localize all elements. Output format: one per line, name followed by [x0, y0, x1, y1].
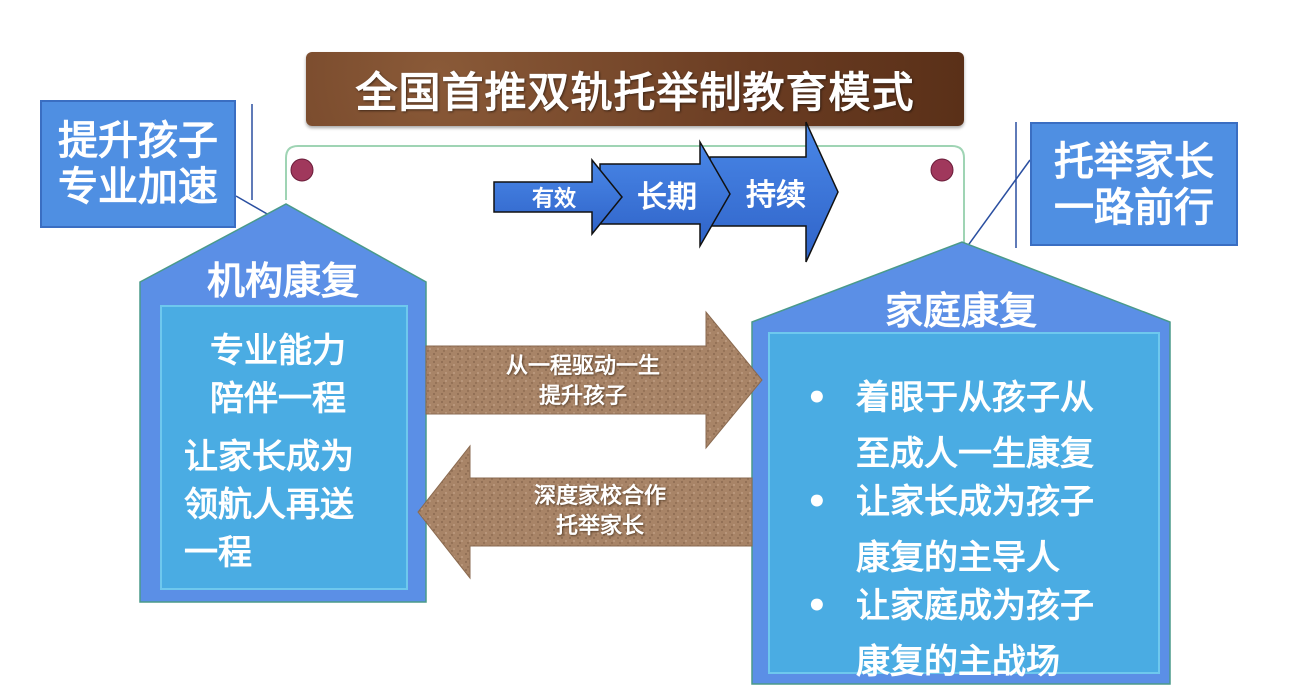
title-banner: 全国首推双轨托举制教育模式 [306, 52, 964, 126]
home-bullet-3-line-1: 让家庭成为孩子 [856, 586, 1094, 626]
institution-group-1: 专业能力 陪伴一程 [162, 307, 406, 423]
institution-title: 机构康复 [206, 259, 359, 303]
institution-line-2: 陪伴一程 [210, 379, 346, 419]
home-bullet-1: • 着眼于从孩子从 至成人一生康复 [770, 370, 1158, 482]
home-bullet-3-line-2: 康复的主战场 [856, 642, 1060, 682]
arrow-right-line-1: 从一程驱动一生 [505, 354, 660, 379]
bullet-marker: • [806, 482, 828, 522]
home-bullet-1-line-1: 着眼于从孩子从 [856, 378, 1094, 418]
institution-line-5: 一程 [184, 533, 252, 573]
home-bullet-3: • 让家庭成为孩子 康复的主战场 [770, 578, 1158, 690]
top-bracket [285, 145, 965, 262]
home-title: 家庭康复 [884, 289, 1037, 333]
arrow-left-line-1: 深度家校合作 [533, 484, 666, 509]
institution-group-2: 让家长成为 领航人再送 一程 [162, 423, 406, 577]
bracket-dot-right [930, 158, 954, 182]
arrow-left-line-2: 托举家长 [555, 514, 644, 539]
institution-line-4: 领航人再送 [184, 485, 354, 525]
right-tag-line-2: 一路前行 [1054, 185, 1214, 231]
left-tag-line-1: 提升孩子 [58, 118, 218, 164]
right-tag-line-1: 托举家长 [1054, 139, 1214, 185]
bullet-marker: • [806, 378, 828, 418]
institution-line-3: 让家长成为 [184, 437, 354, 477]
progress-arrow-3 [709, 121, 839, 263]
home-bullet-2-line-1: 让家长成为孩子 [856, 482, 1094, 522]
home-bullet-1-line-2: 至成人一生康复 [856, 434, 1094, 474]
right-tag: 托举家长 一路前行 [1030, 122, 1238, 246]
arrow-right-line-2: 提升孩子 [538, 384, 627, 409]
institution-panel: 专业能力 陪伴一程 让家长成为 领航人再送 一程 [160, 305, 408, 590]
home-bullet-2-line-2: 康复的主导人 [856, 538, 1060, 578]
progress-arrow-1 [493, 157, 623, 237]
home-panel: • 着眼于从孩子从 至成人一生康复 • 让家长成为孩子 康复的主导人 • 让家庭… [768, 332, 1160, 682]
left-tag: 提升孩子 专业加速 [40, 100, 236, 228]
bracket-dot-left [290, 158, 314, 182]
arrow-right-label: 从一程驱动一生 提升孩子 [470, 352, 696, 412]
home-bullet-2: • 让家长成为孩子 康复的主导人 [770, 474, 1158, 586]
progress-arrow-2 [599, 139, 731, 249]
progress-label-3: 持续 [746, 178, 806, 213]
arrow-right-shape [425, 310, 763, 450]
progress-label-1: 有效 [532, 186, 576, 212]
arrow-left-shape [417, 444, 753, 580]
arrow-left-label: 深度家校合作 托举家长 [480, 482, 720, 542]
progress-label-2: 长期 [637, 180, 697, 215]
bullet-marker: • [806, 586, 828, 626]
left-tag-line-2: 专业加速 [58, 164, 218, 210]
title-text: 全国首推双轨托举制教育模式 [355, 67, 915, 117]
institution-line-1: 专业能力 [210, 331, 346, 371]
